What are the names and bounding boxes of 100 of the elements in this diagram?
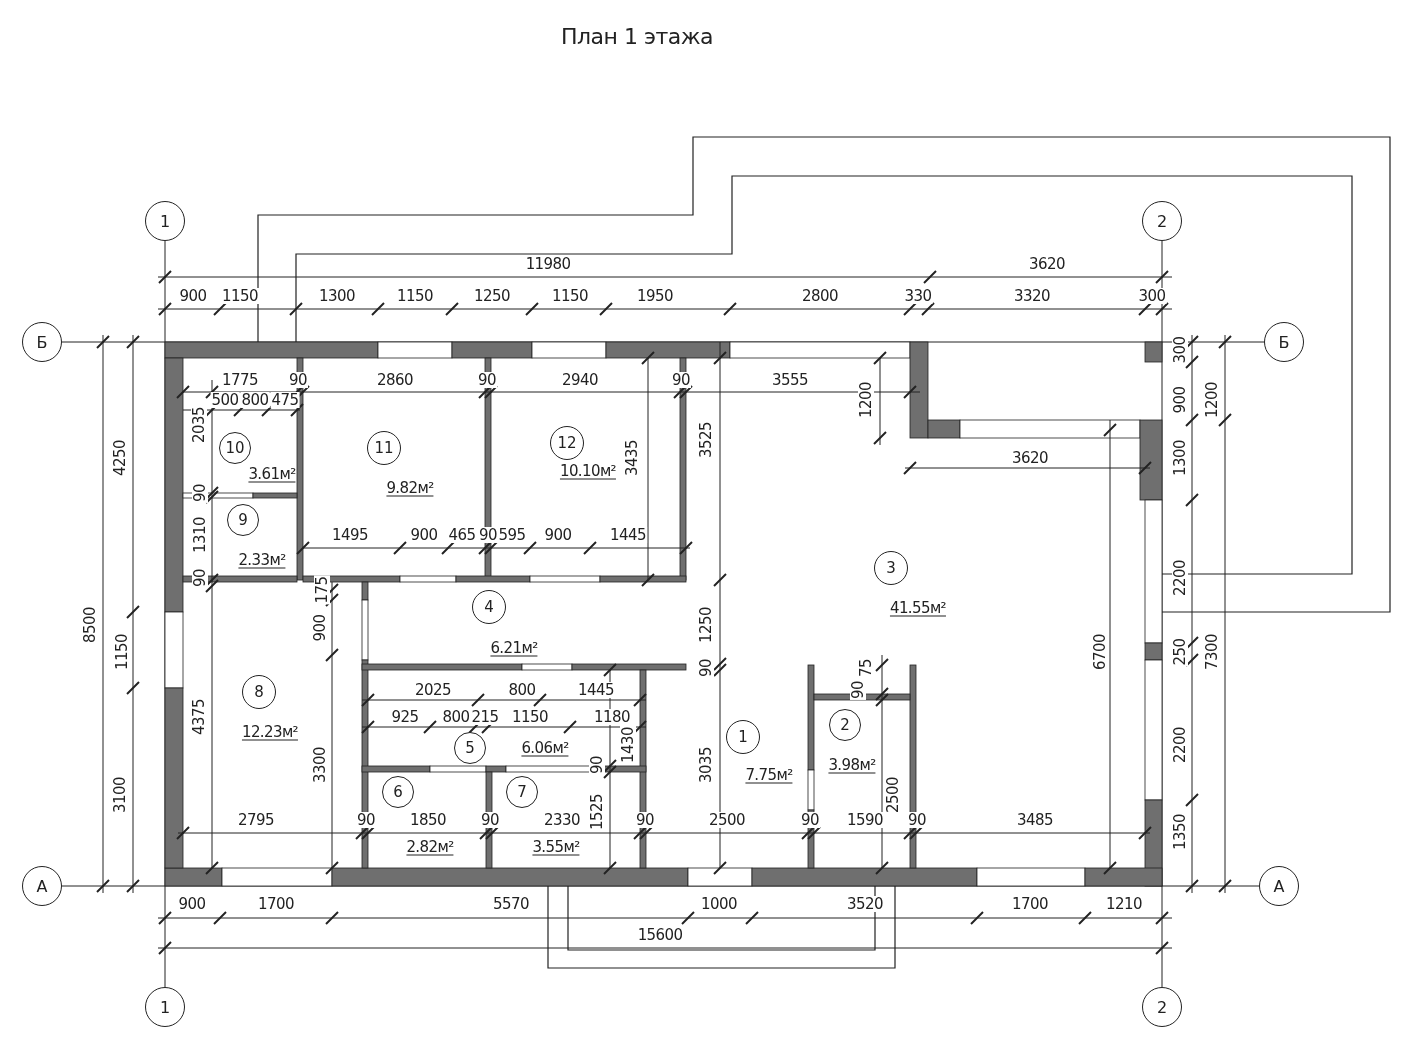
dimension-label: 1850 (409, 812, 447, 828)
dimension-label: 1300 (1172, 439, 1188, 477)
grid-axis-marker: 1 (145, 201, 185, 241)
dimension-label: 1200 (858, 381, 874, 419)
dimension-label: 2200 (1172, 726, 1188, 764)
dimension-label: 465 (447, 527, 477, 543)
dimension-label: 7300 (1204, 633, 1220, 671)
dimension-label: 1950 (636, 288, 674, 304)
dimension-label: 8500 (82, 606, 98, 644)
dimension-label: 800 (240, 392, 270, 408)
dimension-label: 1150 (551, 288, 589, 304)
grid-axis-marker: 2 (1142, 201, 1182, 241)
room-number-circle: 8 (242, 675, 276, 709)
dimension-label: 2940 (561, 372, 599, 388)
dimension-label: 3300 (312, 746, 328, 784)
dimension-label: 3520 (846, 896, 884, 912)
dimension-label: 1445 (609, 527, 647, 543)
dimension-label: 300 (1172, 335, 1188, 365)
dimension-label: 90 (698, 658, 714, 678)
dimension-label: 900 (312, 613, 328, 643)
dimension-label: 3620 (1011, 450, 1049, 466)
dimension-label: 3320 (1013, 288, 1051, 304)
dimension-label: 800 (441, 709, 471, 725)
dimension-label: 900 (409, 527, 439, 543)
dimension-label: 3485 (1016, 812, 1054, 828)
grid-axis-marker: 1 (145, 987, 185, 1027)
dimension-label: 595 (497, 527, 527, 543)
dimension-label: 90 (589, 755, 605, 775)
dimension-label: 1250 (473, 288, 511, 304)
dimension-label: 4375 (191, 698, 207, 736)
dimension-label: 1210 (1105, 896, 1143, 912)
dimension-label: 215 (470, 709, 500, 725)
area-label: 10.10м² (559, 462, 617, 480)
dimension-label: 2800 (801, 288, 839, 304)
dimension-label: 2500 (708, 812, 746, 828)
dimension-label: 75 (858, 658, 874, 678)
area-label: 12.23м² (241, 723, 299, 741)
dimension-label: 1150 (396, 288, 434, 304)
dimension-label: 1430 (620, 726, 636, 764)
room-number-circle: 12 (550, 426, 584, 460)
dimension-label: 1180 (593, 709, 631, 725)
dimension-label: 3435 (624, 439, 640, 477)
dimension-label: 900 (178, 288, 208, 304)
room-number-circle: 9 (227, 504, 259, 536)
dimension-label: 90 (192, 483, 208, 503)
dimension-label: 475 (270, 392, 300, 408)
dimension-label: 1525 (589, 793, 605, 831)
dimension-label: 3555 (771, 372, 809, 388)
dimension-label: 3525 (698, 421, 714, 459)
area-label: 41.55м² (889, 599, 947, 617)
dimension-label: 3035 (698, 746, 714, 784)
dimension-label: 90 (478, 527, 498, 543)
dimension-label: 3620 (1028, 256, 1066, 272)
dimension-label: 2330 (543, 812, 581, 828)
dimension-label: 90 (356, 812, 376, 828)
dimension-label: 4250 (112, 439, 128, 477)
room-number-circle: 11 (367, 431, 401, 465)
grid-axis-marker: Б (22, 322, 62, 362)
dimension-label: 1700 (257, 896, 295, 912)
dimension-label: 90 (850, 680, 866, 700)
dimension-label: 1300 (318, 288, 356, 304)
dimension-label: 90 (192, 568, 208, 588)
area-label: 3.98м² (828, 756, 876, 774)
dimension-label: 1775 (221, 372, 259, 388)
dimension-label: 1700 (1011, 896, 1049, 912)
room-number-circle: 1 (726, 720, 760, 754)
dimension-label: 900 (1172, 385, 1188, 415)
area-label: 2.82м² (406, 838, 454, 856)
dimension-label: 2200 (1172, 559, 1188, 597)
dimension-label: 1150 (114, 633, 130, 671)
area-label: 9.82м² (386, 479, 434, 497)
dimension-label: 2795 (237, 812, 275, 828)
dimension-label: 900 (543, 527, 573, 543)
dimension-label: 1200 (1204, 381, 1220, 419)
dimension-label: 2500 (885, 776, 901, 814)
dimension-label: 900 (177, 896, 207, 912)
dimension-label: 2860 (376, 372, 414, 388)
dimension-label: 11980 (524, 256, 572, 272)
dimension-label: 1350 (1172, 813, 1188, 851)
dimension-label: 1000 (700, 896, 738, 912)
room-number-circle: 5 (454, 732, 486, 764)
grid-axis-marker: А (1259, 866, 1299, 906)
dimension-label: 90 (480, 812, 500, 828)
dimension-label: 15600 (636, 927, 684, 943)
dimension-label: 330 (903, 288, 933, 304)
dimension-label: 1150 (511, 709, 549, 725)
dimension-label: 90 (907, 812, 927, 828)
grid-axis-marker: А (22, 866, 62, 906)
grid-axis-marker: Б (1264, 322, 1304, 362)
room-number-circle: 4 (472, 590, 506, 624)
dimension-label: 90 (671, 372, 691, 388)
dimension-label: 5570 (492, 896, 530, 912)
dimension-label: 1310 (192, 516, 208, 554)
room-number-circle: 10 (219, 432, 251, 464)
plan-title: План 1 этажа (560, 23, 714, 49)
area-label: 3.61м² (248, 465, 296, 483)
dimension-label: 925 (390, 709, 420, 725)
area-label: 6.21м² (490, 639, 538, 657)
room-number-circle: 2 (829, 709, 861, 741)
dimension-label: 2025 (414, 682, 452, 698)
